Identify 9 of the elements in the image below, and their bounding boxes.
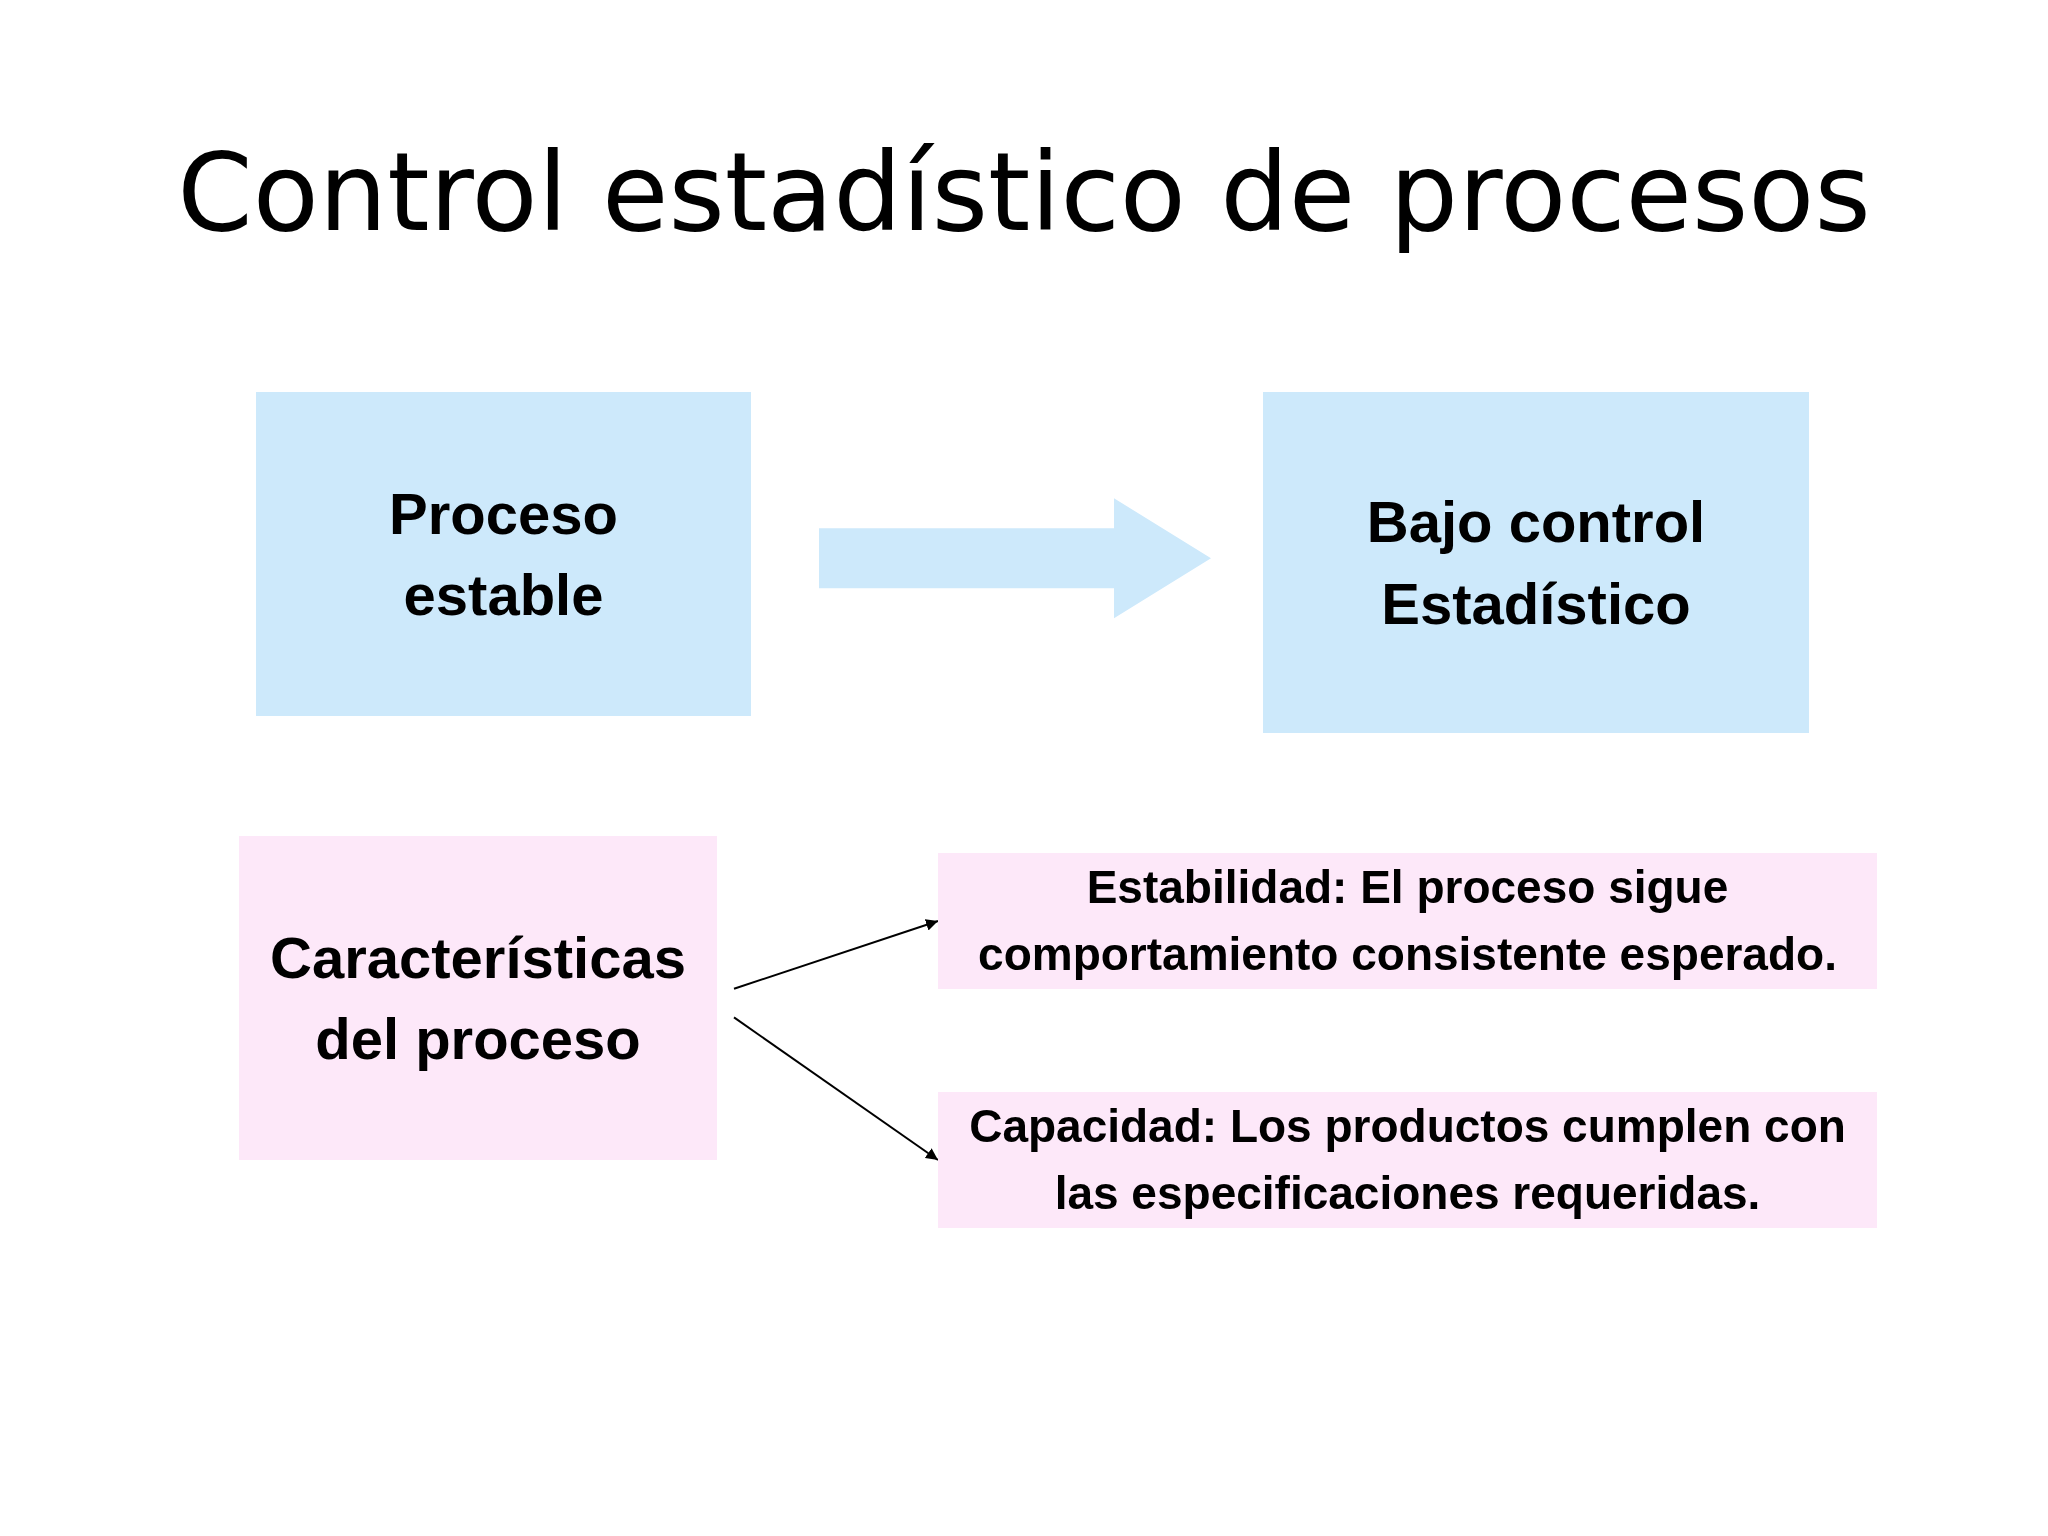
arrow — [733, 919, 939, 990]
text-box: Características del proceso — [239, 836, 717, 1160]
arrow — [733, 1016, 939, 1161]
text-box: Capacidad: Los productos cumplen con las especificaciones requeridas. — [938, 1092, 1877, 1228]
block-arrow — [819, 498, 1211, 619]
text-box: Proceso estable — [256, 392, 751, 716]
text-box: Estabilidad: El proceso sigue comportamiento consistente esperado. — [938, 853, 1877, 989]
slide-title: Control estadístico de procesos — [176, 130, 1872, 255]
text-box: Bajo control Estadístico — [1263, 392, 1809, 733]
